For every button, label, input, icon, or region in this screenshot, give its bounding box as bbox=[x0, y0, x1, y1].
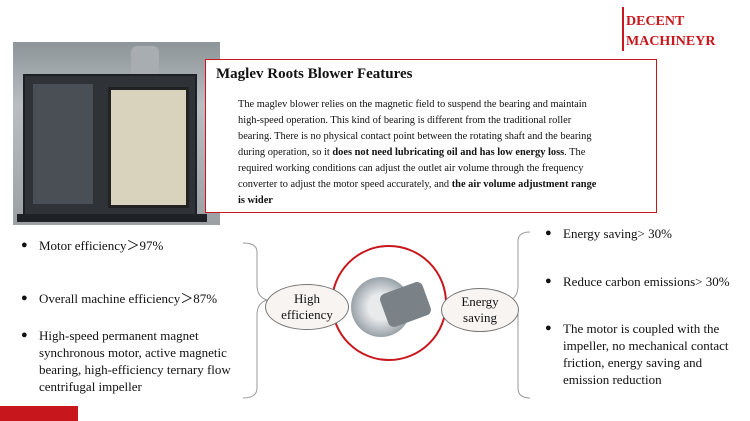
bullet-icon: ● bbox=[21, 239, 28, 251]
brand-logo: DECENT MACHINEYR bbox=[626, 12, 736, 52]
machine-photo bbox=[13, 42, 220, 225]
brand-line-2: MACHINEYR bbox=[626, 34, 716, 49]
bullet-icon: ● bbox=[545, 275, 552, 287]
bullet-icon: ● bbox=[21, 329, 28, 341]
features-text: The maglev blower relies on the magnetic… bbox=[238, 99, 597, 206]
features-title: Maglev Roots Blower Features bbox=[216, 66, 413, 82]
list-item: ●Overall machine efficiency＞87% bbox=[21, 291, 218, 306]
brand-divider bbox=[622, 7, 624, 51]
left-list: ●Motor efficiency＞97% ●Overall machine e… bbox=[21, 237, 251, 395]
right-list: ●Energy saving> 30% ●Reduce carbon emiss… bbox=[545, 225, 745, 388]
list-item: ●Reduce carbon emissions> 30% bbox=[545, 274, 730, 289]
bullet-icon: ● bbox=[21, 292, 28, 304]
list-item: ●The motor is coupled with the impeller,… bbox=[545, 321, 729, 387]
features-box bbox=[205, 59, 657, 213]
list-item: ●Motor efficiency＞97% bbox=[21, 238, 164, 253]
accent-bar bbox=[0, 406, 78, 421]
brand-line-1: DECENT bbox=[626, 14, 685, 29]
bullet-icon: ● bbox=[545, 227, 552, 239]
list-item: ●High-speed permanent magnet synchronous… bbox=[21, 328, 231, 394]
bullet-icon: ● bbox=[545, 322, 552, 334]
impeller-photo bbox=[331, 245, 447, 361]
list-item: ●Energy saving> 30% bbox=[545, 226, 672, 241]
